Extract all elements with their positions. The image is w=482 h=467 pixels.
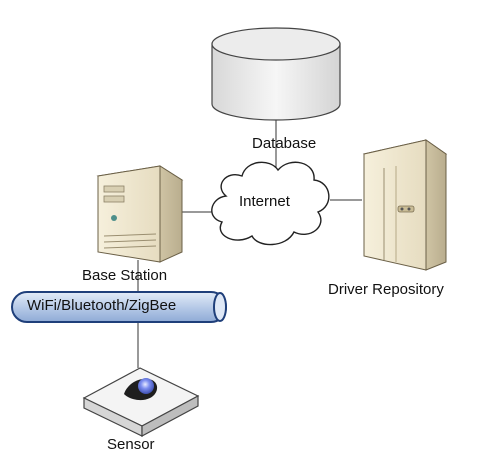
pipe-bus-icon [11,291,227,323]
database-label: Database [252,135,317,152]
base-station-label: Base Station [82,267,168,284]
driver-repository-label: Driver Repository [328,281,444,298]
internet-label: Internet [239,193,290,210]
cloud-icon [211,161,330,246]
connections [137,118,362,368]
sensor-device-icon [82,367,200,438]
database-cylinder-icon [211,27,341,121]
server-tower-icon [96,165,184,263]
server-rack-icon [362,139,448,271]
bus-label: WiFi/Bluetooth/ZigBee [27,297,177,314]
sensor-label: Sensor [107,436,155,453]
